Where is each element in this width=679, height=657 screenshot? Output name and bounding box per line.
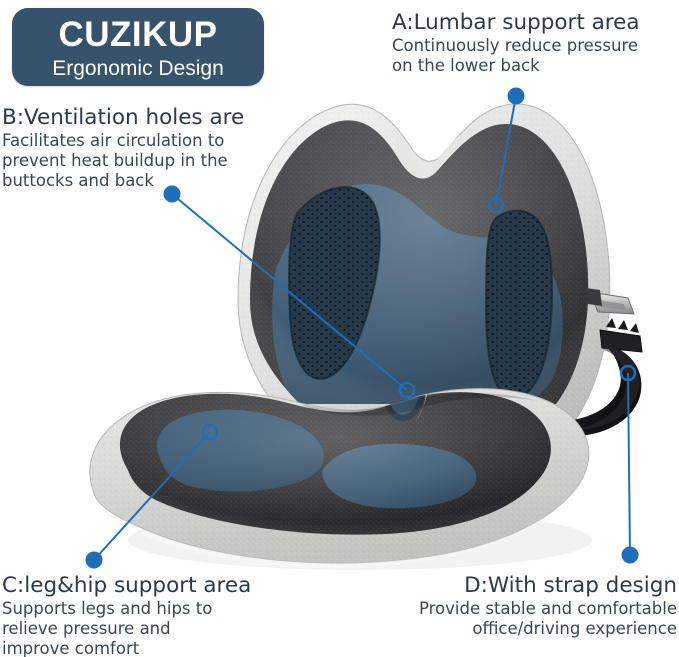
callout-d-body-line-2: office/driving experience: [472, 619, 677, 638]
adjustment-strap: [524, 288, 643, 437]
callout-c-title: C:leg&hip support area: [2, 573, 252, 598]
callout-d-body-line-1: Provide stable and comfortable: [418, 599, 677, 618]
leader-target-c: [201, 423, 219, 441]
strap-buckle: [586, 288, 635, 315]
leader-target-b: [398, 381, 416, 399]
callout-a-body-line-1: Continuously reduce pressure: [392, 36, 639, 55]
callout-c: C:leg&hip support area Supports legs and…: [2, 573, 251, 657]
leader-line-b: [163, 185, 416, 399]
callout-a: A:Lumbar support area Continuously reduc…: [392, 10, 640, 76]
callout-d: D:With strap design Provide stable and c…: [419, 573, 677, 639]
leader-dot-d: [621, 546, 639, 564]
callout-a-title: A:Lumbar support area: [392, 10, 640, 35]
leader-dot-c: [85, 551, 103, 569]
ventilation-mesh-right: [484, 209, 553, 400]
callout-b-body-line-2: prevent heat buildup in the: [2, 151, 228, 170]
brand-badge: CUZIKUP Ergonomic Design: [12, 8, 264, 86]
callout-d-title: D:With strap design: [464, 573, 677, 598]
leader-line-c: [85, 423, 219, 569]
brand-name: CUZIKUP: [58, 15, 218, 54]
leader-line-d: [619, 364, 639, 564]
callout-b-title: B:Ventilation holes are: [2, 105, 245, 130]
brand-tagline: Ergonomic Design: [52, 57, 224, 80]
leader-dot-b: [163, 185, 181, 203]
backrest-seat-junction: [300, 393, 540, 416]
callout-b-body-line-1: Facilitates air circulation to: [2, 131, 225, 150]
callout-b: B:Ventilation holes are Facilitates air …: [2, 105, 244, 191]
callout-c-body-line-1: Supports legs and hips to: [2, 599, 213, 618]
leader-line-a: [487, 87, 525, 214]
backrest-cushion: [237, 103, 611, 433]
callout-c-body-line-2: relieve pressure and: [2, 619, 171, 638]
leader-target-d: [619, 364, 637, 382]
callout-b-body-line-3: buttocks and back: [2, 171, 154, 190]
leader-dot-a: [507, 87, 525, 105]
ventilation-mesh-left: [288, 186, 381, 380]
leader-target-a: [487, 196, 505, 214]
callout-a-body-line-2: on the lower back: [392, 56, 540, 75]
callout-c-body-line-3: improve comfort: [2, 639, 140, 657]
